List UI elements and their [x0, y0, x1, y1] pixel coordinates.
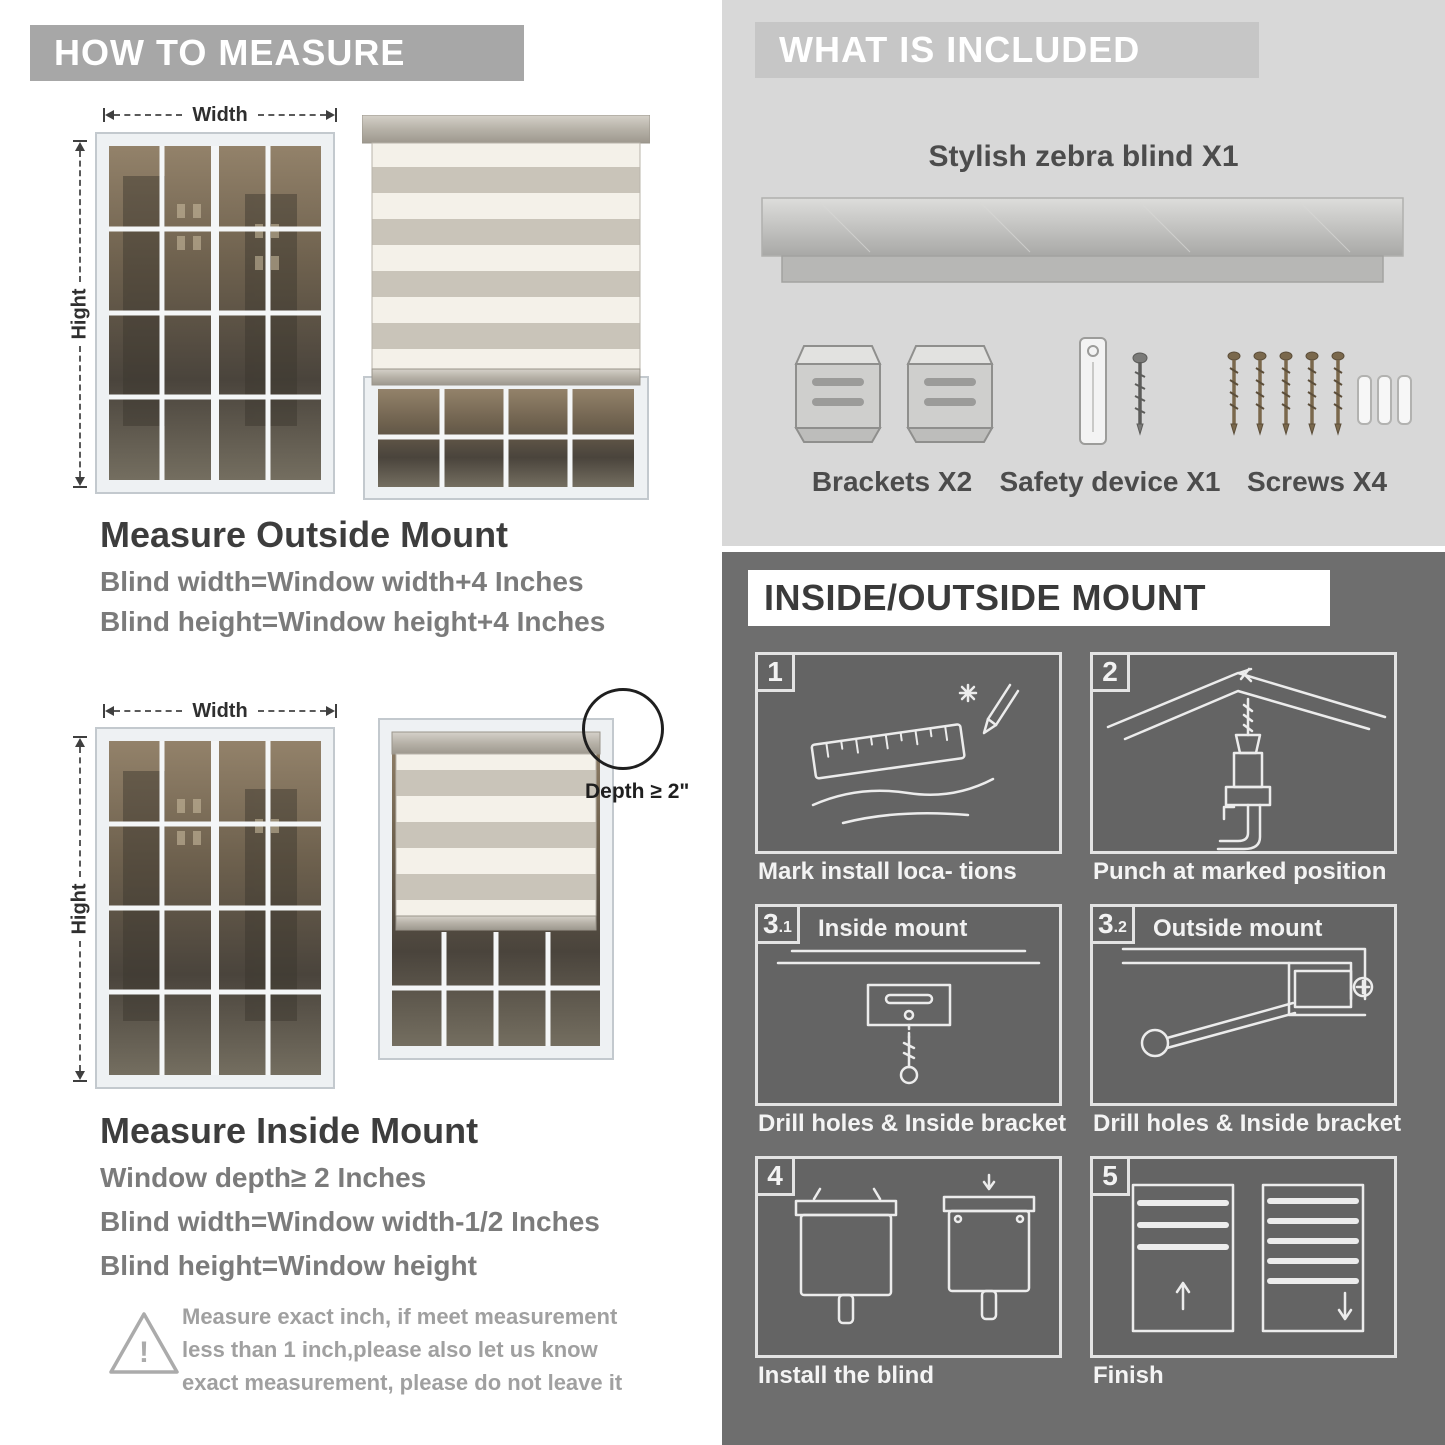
- arrow-dash: [79, 346, 81, 477]
- drill-illustration: [1106, 667, 1387, 851]
- step-number-badge: 5: [1090, 1156, 1130, 1196]
- what-is-included-header: WHAT IS INCLUDED: [755, 22, 1259, 78]
- step-box-5: 5: [1090, 1156, 1397, 1358]
- arrow-endbar: [73, 1080, 87, 1082]
- step-number-badge: 4: [755, 1156, 795, 1196]
- arrow-endbar: [73, 486, 87, 488]
- arrow-head-left-icon: [105, 110, 114, 120]
- measure-note: Measure exact inch, if meet measurement …: [182, 1304, 623, 1395]
- outside-mount-line-1: Blind width=Window width+4 Inches: [100, 566, 584, 597]
- mark-location-illustration: [810, 683, 1020, 825]
- depth-callout-label: Depth ≥ 2": [585, 780, 690, 803]
- step-box-2: 2: [1090, 652, 1397, 854]
- arrow-dash: [79, 151, 81, 282]
- window-illustration-inside: [95, 727, 335, 1089]
- warning-icon: !: [105, 1308, 183, 1380]
- arrow-head-up-icon: [75, 142, 85, 151]
- install-blind-illustration: [794, 1173, 1036, 1325]
- step-box-3-1: 3.1 Inside mount: [755, 904, 1062, 1106]
- step-title: Outside mount: [1153, 915, 1323, 942]
- height-arrow-outside: Hight: [69, 140, 91, 488]
- warning-exclamation: !: [139, 1336, 149, 1369]
- arrow-endbar: [73, 736, 87, 738]
- how-to-measure-header: HOW TO MEASURE: [30, 25, 524, 81]
- step-caption-5: Finish: [1093, 1362, 1164, 1389]
- screws-label: Screws X4: [1246, 466, 1388, 497]
- arrow-dash: [79, 941, 81, 1071]
- inside-mount-line-3: Blind height=Window height: [100, 1250, 477, 1281]
- width-label: Width: [192, 699, 248, 722]
- inside-outside-mount-header: INSIDE/OUTSIDE MOUNT: [748, 570, 1330, 626]
- step-number-badge: 1: [755, 652, 795, 692]
- outside-mount-line-2: Blind height=Window height+4 Inches: [100, 606, 606, 637]
- step-caption-1: Mark install loca- tions: [758, 858, 1017, 885]
- arrow-dash: [257, 710, 327, 712]
- arrow-dash: [114, 114, 183, 116]
- step-box-4: 4: [755, 1156, 1062, 1358]
- step-number-badge: 2: [1090, 652, 1130, 692]
- arrow-dash: [257, 114, 327, 116]
- step-number-badge: 3.1: [755, 904, 800, 944]
- arrow-head-up-icon: [75, 738, 85, 747]
- arrow-head-right-icon: [326, 110, 336, 120]
- step-caption-3-2: Drill holes & Inside bracket: [1093, 1110, 1402, 1137]
- brackets-icon: [784, 338, 1004, 456]
- what-is-included-panel: WHAT IS INCLUDED Stylish zebra blind X1: [722, 0, 1445, 546]
- inside-mount-heading: Measure Inside Mount: [100, 1110, 479, 1151]
- zebra-blind-illustration-inside: [378, 718, 614, 1060]
- arrow-head-left-icon: [105, 706, 114, 716]
- step-box-3-2: 3.2 Outside mount: [1090, 904, 1397, 1106]
- inside-bracket-illustration: [776, 949, 1041, 1085]
- step-caption-4: Install the blind: [758, 1362, 935, 1389]
- mount-instructions-panel: INSIDE/OUTSIDE MOUNT 1: [722, 552, 1445, 1445]
- outside-bracket-illustration: [1121, 947, 1374, 1058]
- step-box-1: 1: [755, 652, 1062, 854]
- step-caption-3-1: Drill holes & Inside bracket: [758, 1110, 1067, 1137]
- headrail-image: [760, 196, 1405, 288]
- stylish-zebra-blind-label: Stylish zebra blind X1: [928, 140, 1239, 173]
- inside-mount-line-1: Window depth≥ 2 Inches: [100, 1162, 427, 1193]
- depth-callout-circle-icon: [582, 688, 664, 770]
- arrow-head-right-icon: [326, 706, 336, 716]
- finish-illustration: [1131, 1183, 1365, 1333]
- arrow-head-down-icon: [75, 477, 85, 486]
- width-arrow-inside: Width: [103, 699, 338, 722]
- screws-icon: [1222, 340, 1412, 454]
- arrow-endbar: [103, 108, 105, 122]
- window-illustration-outside: [95, 132, 335, 494]
- safety-device-label: Safety device X1: [999, 466, 1221, 497]
- inside-mount-line-2: Blind width=Window width-1/2 Inches: [100, 1206, 600, 1237]
- arrow-endbar: [73, 140, 87, 142]
- safety-device-icon: [1052, 332, 1182, 458]
- width-label: Width: [192, 103, 248, 126]
- arrow-endbar: [335, 704, 338, 718]
- step-caption-2: Punch at marked position: [1093, 858, 1387, 885]
- arrow-dash: [114, 710, 183, 712]
- zebra-blind-illustration-outside: [361, 114, 651, 501]
- arrow-endbar: [103, 704, 105, 718]
- outside-mount-heading: Measure Outside Mount: [100, 514, 509, 555]
- width-arrow-outside: Width: [103, 103, 338, 126]
- arrow-endbar: [335, 108, 338, 122]
- step-title: Inside mount: [818, 915, 968, 942]
- step-number-badge: 3.2: [1090, 904, 1135, 944]
- brackets-label: Brackets X2: [811, 466, 973, 497]
- arrow-dash: [79, 747, 81, 877]
- arrow-head-down-icon: [75, 1071, 85, 1080]
- height-arrow-inside: Hight: [69, 736, 91, 1082]
